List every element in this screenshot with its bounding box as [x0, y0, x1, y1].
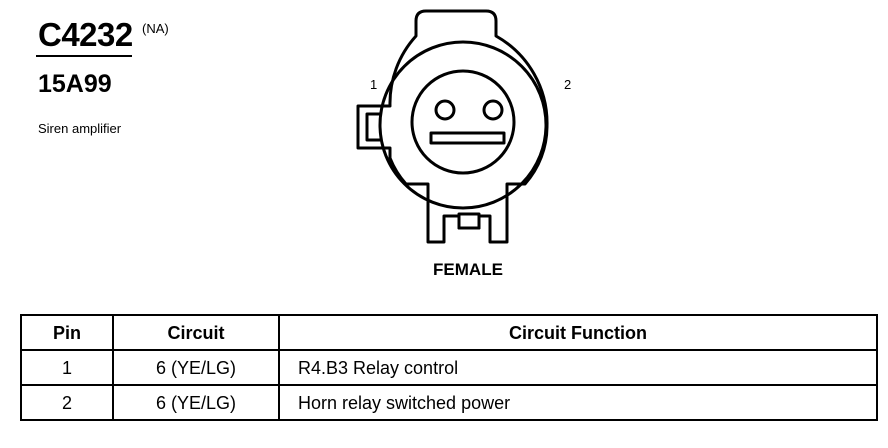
- lock-bump: [457, 212, 481, 230]
- key-slot: [429, 131, 506, 145]
- cell-pin: 1: [20, 349, 114, 386]
- connector-face-drawing: [356, 9, 549, 244]
- connector-latch: [365, 112, 382, 142]
- header-circuit-function: Circuit Function: [278, 314, 878, 351]
- cell-circuit: 6 (YE/LG): [112, 384, 280, 421]
- pin-cavity-2: [482, 99, 504, 121]
- pin-label-1: 1: [370, 77, 378, 92]
- part-number: 15A99: [38, 70, 112, 98]
- cell-function: R4.B3 Relay control: [278, 349, 878, 386]
- table-row: 2 6 (YE/LG) Horn relay switched power: [20, 384, 878, 421]
- market-code: (NA): [142, 21, 169, 36]
- connector-description: Siren amplifier: [38, 121, 122, 136]
- title-underline: [36, 55, 132, 57]
- pinout-table: Pin Circuit Circuit Function 1 6 (YE/LG)…: [20, 314, 878, 421]
- table-header-row: Pin Circuit Circuit Function: [20, 314, 878, 351]
- pin-cavity-1: [434, 99, 456, 121]
- header-pin: Pin: [20, 314, 114, 351]
- cell-function: Horn relay switched power: [278, 384, 878, 421]
- header-circuit: Circuit: [112, 314, 280, 351]
- connector-id: C4232: [38, 16, 133, 53]
- view-label: FEMALE: [433, 260, 503, 279]
- pin-label-2: 2: [564, 77, 572, 92]
- connector-inner-ring: [378, 40, 548, 210]
- cell-pin: 2: [20, 384, 114, 421]
- cell-circuit: 6 (YE/LG): [112, 349, 280, 386]
- connector-shell: [356, 9, 549, 244]
- connector-face: [410, 69, 516, 175]
- table-row: 1 6 (YE/LG) R4.B3 Relay control: [20, 349, 878, 386]
